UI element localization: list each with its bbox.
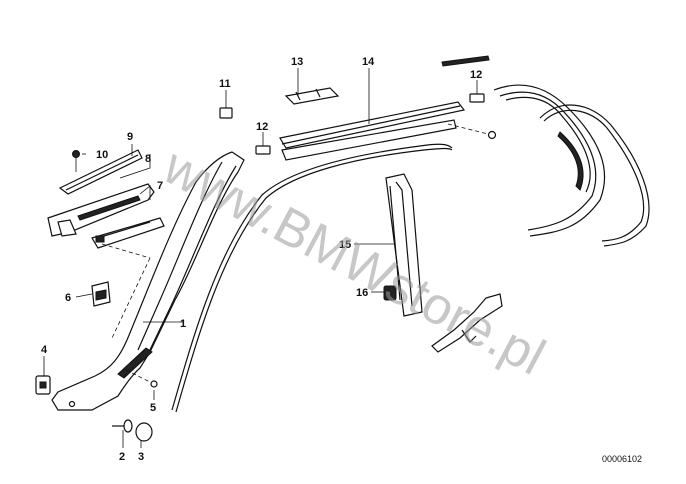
callout-1: 1 xyxy=(180,318,186,330)
part-6-clip xyxy=(91,281,111,307)
reference-number: 00006102 xyxy=(602,454,642,464)
part-13-plate xyxy=(284,87,340,105)
part-8-trim xyxy=(47,183,155,237)
part-5-screw xyxy=(125,369,158,388)
callout-12-left: 12 xyxy=(256,121,268,133)
part-7-trim xyxy=(91,217,165,249)
small-strip-top xyxy=(441,55,490,67)
leader-lines xyxy=(43,68,478,448)
part-3-cap xyxy=(135,422,153,442)
callout-7: 7 xyxy=(157,180,163,192)
part-14-roof-strip xyxy=(279,101,466,161)
callout-13: 13 xyxy=(291,56,303,68)
callout-4: 4 xyxy=(41,344,48,356)
callout-9: 9 xyxy=(127,131,133,143)
callout-11: 11 xyxy=(219,78,231,90)
callout-15: 15 xyxy=(339,239,351,251)
part-12-clip-right xyxy=(469,93,485,103)
callout-12-right: 12 xyxy=(470,69,482,81)
part-12-clip-left xyxy=(255,145,271,155)
guide-line-left xyxy=(111,257,151,339)
part-11-clip xyxy=(219,107,233,119)
callout-5: 5 xyxy=(150,402,156,414)
part-16-clip xyxy=(383,285,397,301)
part-2-screw xyxy=(112,419,133,433)
callout-14: 14 xyxy=(362,56,375,68)
callout-6: 6 xyxy=(65,292,71,304)
roof-rail-gasket xyxy=(171,143,453,413)
callout-16: 16 xyxy=(356,287,368,299)
watermark: www.BMWstore.pl xyxy=(153,137,554,387)
part-4-clip xyxy=(35,375,51,395)
callout-2: 2 xyxy=(119,451,125,463)
guide-line-upper xyxy=(101,243,151,259)
rear-window-gasket xyxy=(493,84,606,237)
part-15-b-pillar xyxy=(385,173,423,317)
part-9-trim xyxy=(58,149,143,195)
callout-8: 8 xyxy=(145,153,151,165)
callout-3: 3 xyxy=(138,451,144,463)
screw-round xyxy=(447,123,497,140)
callout-10: 10 xyxy=(96,149,108,161)
part-10-screw xyxy=(72,150,80,172)
rear-outer-gasket xyxy=(539,104,650,247)
bracket-lower xyxy=(431,293,503,353)
